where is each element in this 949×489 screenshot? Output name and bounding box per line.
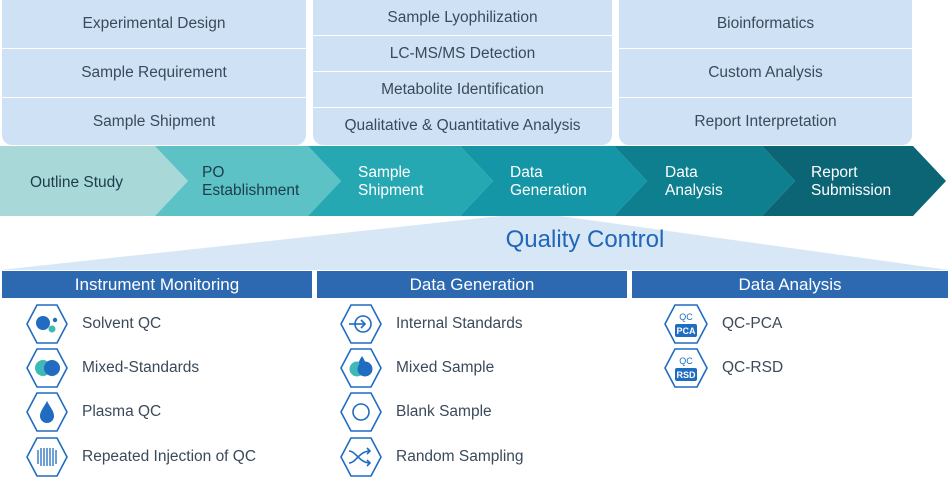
qc-pca-icon: QC PCA: [664, 304, 708, 344]
mixed-standards-icon: [26, 348, 68, 388]
qc-item-label: QC-PCA: [722, 315, 783, 332]
qc-item-blank-sample: Blank Sample: [340, 392, 492, 432]
blank-sample-icon: [340, 392, 382, 432]
workflow-step-2-label: PO Establishment: [202, 164, 300, 199]
column-header-data-analysis: Data Analysis: [632, 271, 948, 298]
panel-item: Sample Shipment: [92, 113, 216, 130]
qc-item-plasma-qc: Plasma QC: [26, 392, 161, 432]
panel-item: Experimental Design: [2, 0, 306, 49]
workflow-step-4-shape: [460, 146, 647, 216]
panel-item: Report Interpretation: [694, 113, 837, 130]
qc-projection-shape: [0, 216, 949, 270]
qc-pca-badge-top: QC: [679, 312, 693, 322]
workflow-step-3-shape: [308, 146, 493, 216]
column-header-data-generation: Data Generation: [317, 271, 627, 298]
qc-item-qc-rsd: QC RSD QC-RSD: [664, 348, 783, 388]
column-header-instrument-monitoring: Instrument Monitoring: [2, 271, 312, 298]
qc-rsd-icon: QC RSD: [664, 348, 708, 388]
qc-item-qc-pca: QC PCA QC-PCA: [664, 304, 782, 344]
internal-standards-icon: [340, 304, 382, 344]
workflow-step-1-label: Outline Study: [30, 174, 124, 191]
qc-pca-badge-bottom: PCA: [676, 326, 696, 336]
random-sampling-icon: [340, 437, 382, 477]
qc-item-mixed-sample: Mixed Sample: [340, 348, 494, 388]
workflow-step-6-label: Report Submission: [811, 164, 892, 199]
panel-item: Metabolite Identification: [313, 72, 612, 108]
qc-rsd-badge-bottom: RSD: [676, 370, 696, 380]
qc-item-mixed-standards: Mixed-Standards: [26, 348, 199, 388]
panel-lab-analysis: Sample Lyophilization LC-MS/MS Detection…: [313, 0, 612, 145]
workflow-diagram: [0, 146, 949, 270]
quality-control-title: Quality Control: [505, 226, 665, 253]
workflow-step-3-label: Sample Shipment: [358, 164, 424, 199]
panel-item: Bioinformatics: [619, 0, 912, 49]
qc-rsd-badge-top: QC: [679, 356, 693, 366]
solvent-qc-icon: [26, 304, 68, 344]
qc-item-internal-standards: Internal Standards: [340, 304, 523, 344]
repeated-injection-icon: [26, 437, 68, 477]
workflow-step-5-label: Data Analysis: [665, 164, 723, 199]
qc-item-label: Mixed Sample: [396, 359, 495, 376]
plasma-drop-icon: [26, 392, 68, 432]
qc-item-label: Internal Standards: [396, 315, 523, 332]
qc-item-label: Plasma QC: [82, 403, 162, 420]
workflow-step-2-shape: [155, 146, 341, 216]
qc-item-label: QC-RSD: [722, 359, 784, 376]
panel-item: Sample Requirement: [2, 49, 306, 98]
qc-item-label: Blank Sample: [396, 403, 492, 420]
workflow-step-4-label: Data Generation: [510, 164, 587, 199]
qc-item-label: Repeated Injection of QC: [82, 448, 257, 465]
panel-data-services: Bioinformatics Custom Analysis Report In…: [619, 0, 912, 145]
panel-sample-prep: Experimental Design Sample Requirement S…: [2, 0, 306, 145]
workflow-step-6-shape: [762, 146, 946, 216]
panel-item: LC-MS/MS Detection: [313, 36, 612, 72]
qc-item-solvent-qc: Solvent QC: [26, 304, 161, 344]
qc-item-random-sampling: Random Sampling: [340, 437, 524, 477]
qc-item-repeated-injection: Repeated Injection of QC: [26, 437, 256, 477]
mixed-sample-icon: [340, 348, 382, 388]
workflow-step-1-shape: [0, 146, 188, 216]
qc-item-label: Solvent QC: [82, 315, 162, 332]
panel-item: Qualitative & Quantitative Analysis: [344, 116, 581, 134]
qc-item-label: Random Sampling: [396, 448, 524, 465]
qc-item-label: Mixed-Standards: [82, 359, 200, 376]
panel-item: Custom Analysis: [619, 49, 912, 98]
workflow-step-5-shape: [614, 146, 795, 216]
panel-item: Sample Lyophilization: [313, 0, 612, 36]
